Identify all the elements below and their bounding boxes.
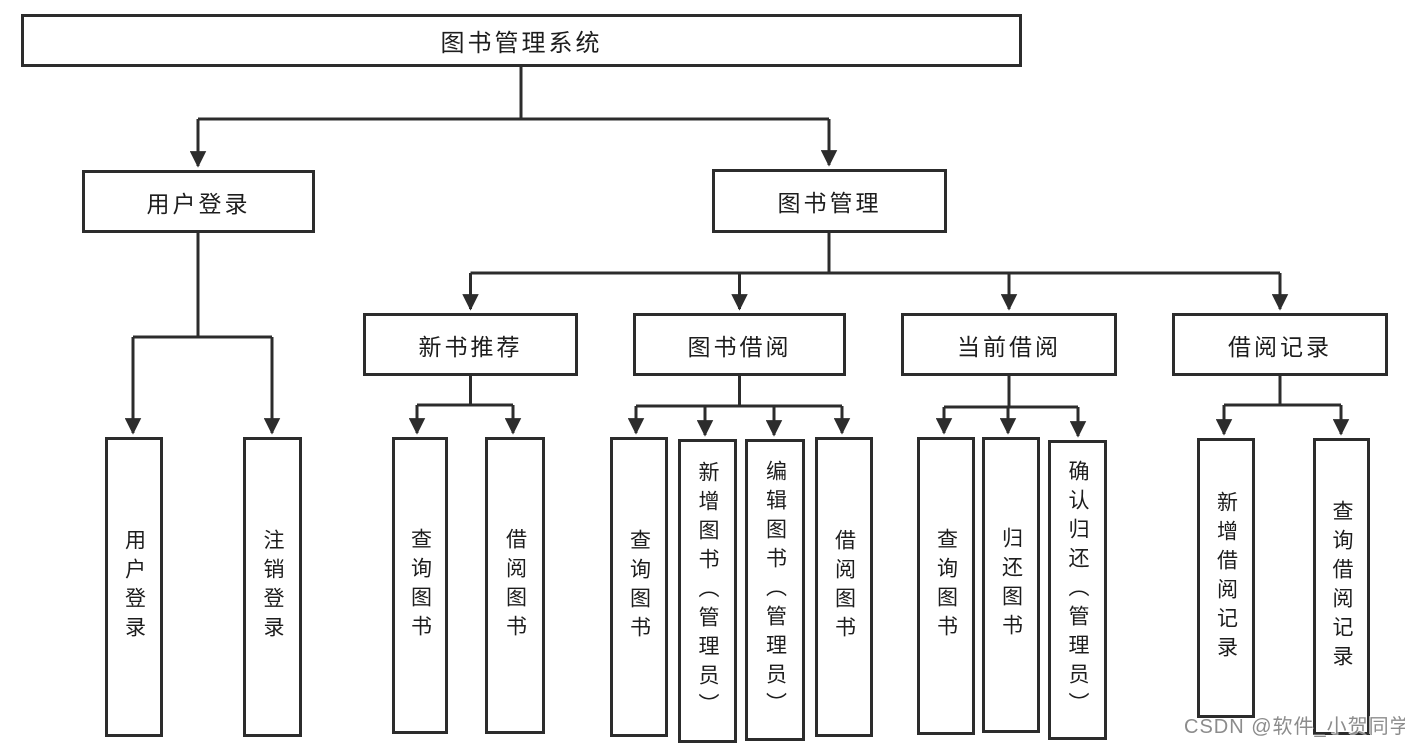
- node-book-borrowing: 图书借阅: [633, 313, 846, 376]
- watermark: CSDN @软件_小贺同学: [1184, 716, 1405, 738]
- node-root: 图书管理系统: [21, 14, 1022, 67]
- node-current-borrowing: 当前借阅: [901, 313, 1117, 376]
- leaf-query-books-borrow: 查询图书: [610, 437, 668, 737]
- leaf-add-borrow-record-label: 新增借阅记录: [1214, 491, 1238, 665]
- leaf-logout: 注销登录: [243, 437, 302, 737]
- node-new-book-recommend: 新书推荐: [363, 313, 578, 376]
- leaf-add-borrow-record: 新增借阅记录: [1197, 438, 1255, 718]
- leaf-borrow-books-recommend-label: 借阅图书: [503, 527, 527, 644]
- leaf-add-book-admin-label: 新增图书（管理员）: [696, 460, 720, 722]
- leaf-query-borrow-record: 查询借阅记录: [1313, 438, 1370, 735]
- leaf-confirm-return-admin-label: 确认归还（管理员）: [1066, 459, 1090, 721]
- leaf-query-books-recommend-label: 查询图书: [408, 527, 432, 644]
- leaf-return-book: 归还图书: [982, 437, 1040, 733]
- connector-line: [133, 67, 1341, 409]
- leaf-query-books-current-label: 查询图书: [934, 528, 958, 644]
- leaf-query-books-recommend: 查询图书: [392, 437, 448, 734]
- leaf-return-book-label: 归还图书: [999, 527, 1023, 643]
- leaf-borrow-books-recommend: 借阅图书: [485, 437, 545, 734]
- leaf-query-borrow-record-label: 查询借阅记录: [1330, 499, 1354, 674]
- leaf-borrow-books: 借阅图书: [815, 437, 873, 737]
- leaf-confirm-return-admin: 确认归还（管理员）: [1048, 440, 1107, 740]
- leaf-logout-label: 注销登录: [261, 529, 285, 645]
- leaf-user-login-label: 用户登录: [122, 529, 146, 645]
- leaf-edit-book-admin-label: 编辑图书（管理员）: [763, 459, 787, 721]
- node-user-login: 用户登录: [82, 170, 315, 233]
- leaf-add-book-admin: 新增图书（管理员）: [678, 439, 737, 743]
- leaf-query-books-current: 查询图书: [917, 437, 975, 735]
- leaf-user-login: 用户登录: [105, 437, 163, 737]
- node-book-management: 图书管理: [712, 169, 947, 233]
- leaf-edit-book-admin: 编辑图书（管理员）: [745, 439, 805, 741]
- node-borrowing-records: 借阅记录: [1172, 313, 1388, 376]
- leaf-query-books-borrow-label: 查询图书: [627, 529, 651, 645]
- leaf-borrow-books-label: 借阅图书: [832, 529, 856, 645]
